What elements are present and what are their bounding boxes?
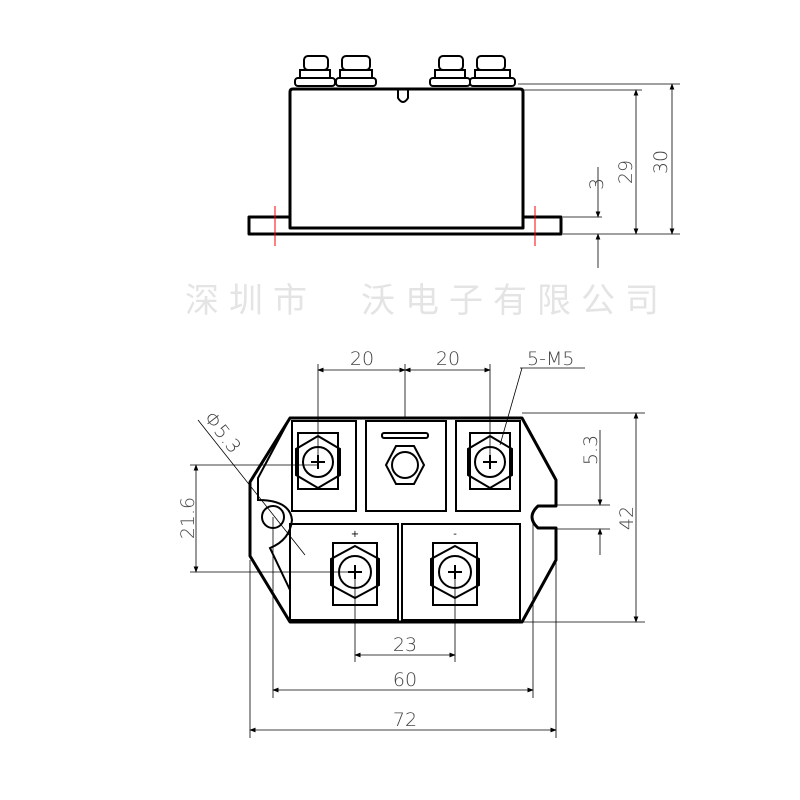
dim-plate-thickness: 3: [586, 178, 608, 190]
dim-module-height: 42: [616, 506, 638, 530]
label-plus: +: [351, 529, 359, 540]
cell-ac-left: [291, 420, 357, 512]
cell-ac-right: [455, 420, 521, 512]
module-body: [288, 87, 525, 230]
body-notch: [397, 89, 409, 103]
terminal-nut: [429, 55, 471, 87]
top-view: ~ ~ ~ + - 20 20 5-M5 Φ5.3 21.6 5.3 42 23: [177, 348, 645, 738]
dim-pitch-right: 20: [436, 348, 460, 370]
hole-ear: [257, 417, 294, 591]
dim-total-height: 30: [650, 150, 672, 174]
dim-hole-offset: 21.6: [177, 497, 199, 539]
dim-body-height: 29: [615, 160, 637, 184]
dim-hole-diameter: Φ5.3: [199, 408, 245, 458]
dim-lower-pitch: 23: [393, 634, 417, 656]
label-minus: -: [453, 529, 457, 540]
side-view: 3 29 30: [247, 55, 680, 268]
dim-pitch-left: 20: [350, 348, 374, 370]
dim-total-width: 72: [393, 709, 417, 731]
center-hex-nut: [381, 432, 429, 485]
label-ac: ~: [314, 506, 322, 517]
dim-mount-pitch: 60: [393, 669, 417, 691]
dim-screw-spec: 5-M5: [527, 348, 574, 370]
terminal-nut: [469, 55, 516, 87]
cell-minus: [401, 523, 521, 621]
dim-slot-width: 5.3: [580, 435, 602, 465]
cell-center: [365, 420, 447, 512]
side-terminals: [294, 55, 516, 87]
label-ac: ~: [486, 506, 494, 517]
terminal-nut: [294, 55, 336, 87]
terminal-nut: [335, 55, 377, 87]
watermark: 深圳市 沃电子有限公司: [185, 281, 669, 321]
label-ac: ~: [401, 506, 409, 517]
